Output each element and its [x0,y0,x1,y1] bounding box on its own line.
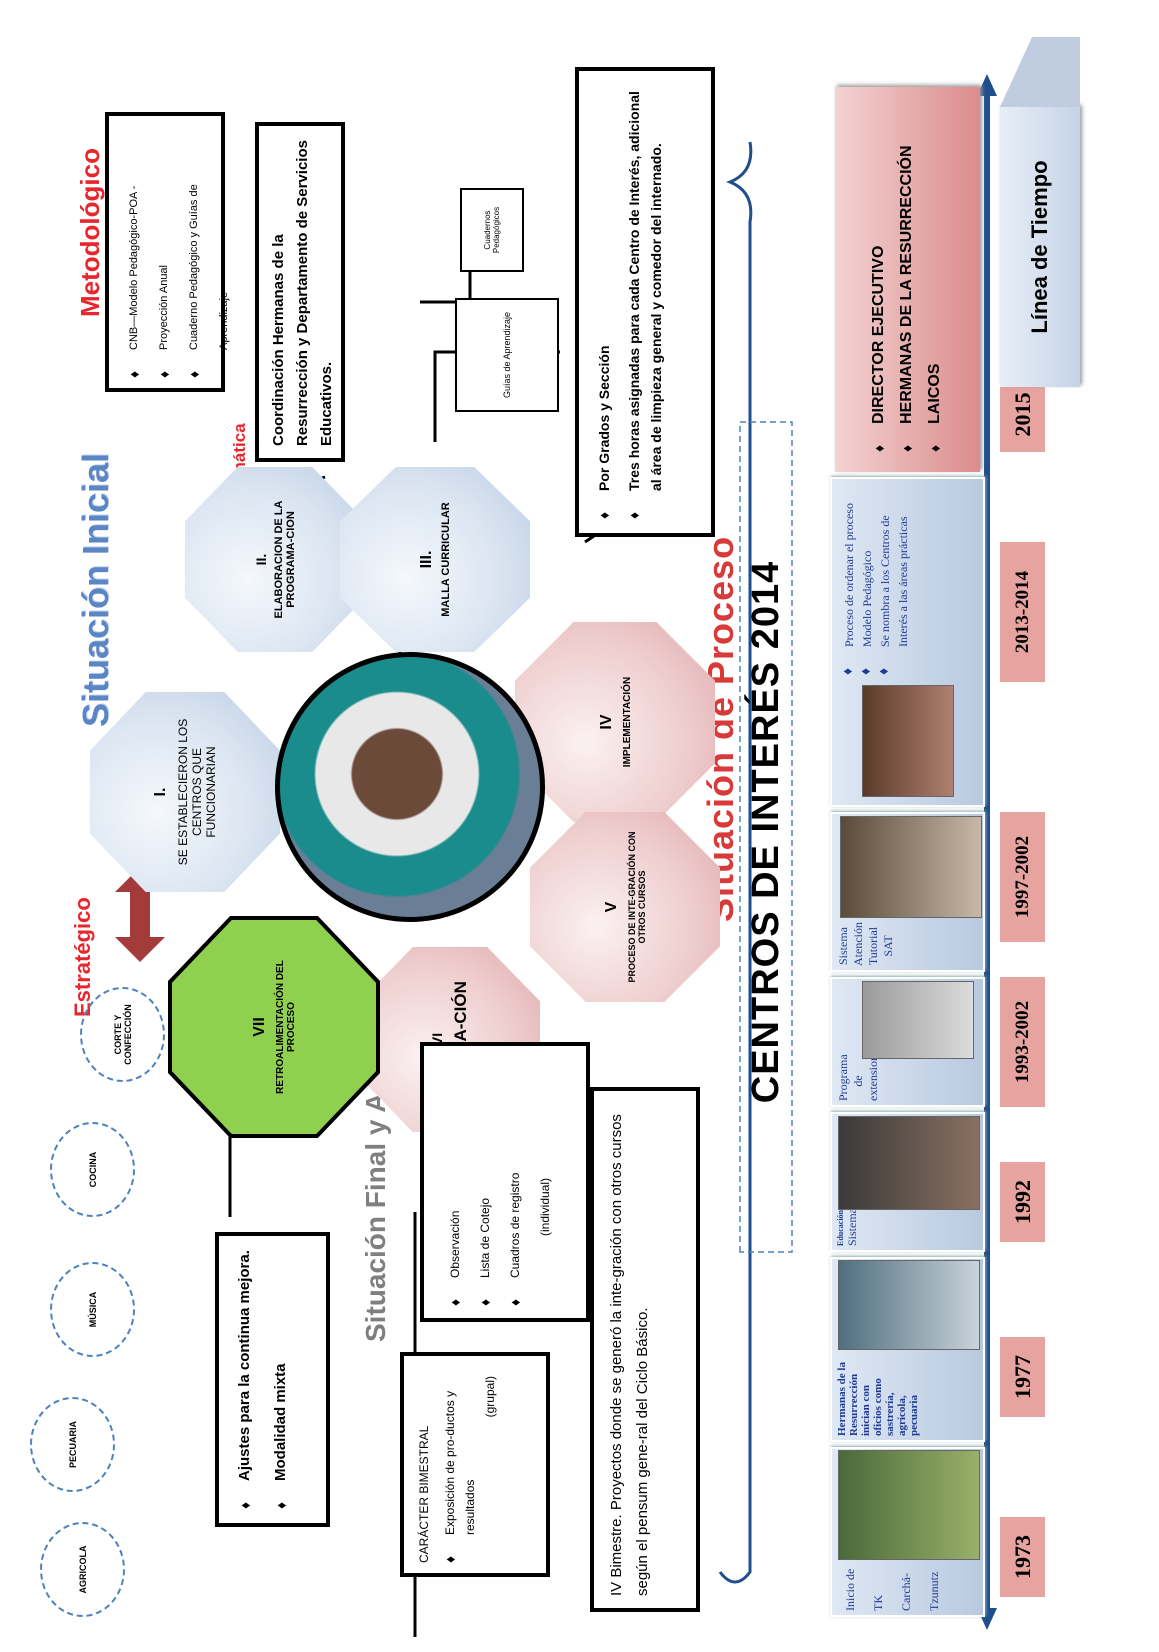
malla-item: Por Grados y Sección [593,85,615,519]
bimestre-text: IV Bimestre. Proyectos donde se generó l… [608,1114,651,1596]
octagon-ii-text: ELABORACION DE LA PROGRAMA-CION [273,500,297,619]
octagon-v-text: PROCESO DE INTE-GRACIÓN CON OTROS CURSOS [627,831,647,983]
ajustes-item: Modalidad mixta [269,1250,293,1509]
observacion-list: Observación Lista de Cotejo Cuadros de r… [440,1058,530,1306]
panel-1997-photo [840,816,982,918]
programatica-box: Coordinación Hermanas de la Resurrección… [255,122,345,462]
caracter-list: Exposición de pro-ductos y resultados [440,1366,480,1563]
panel-1993-text: Programa de extensionismo [836,1031,880,1101]
ajustes-list: Ajustes para la continua mejora. Modalid… [233,1250,293,1509]
panel-1992-photo [838,1116,980,1210]
panel-1977-photo [838,1260,980,1350]
timeline-panel-2013: Proceso de ordenar el proceso Modelo Ped… [830,477,985,807]
octagon-vii: VII RETROALIMENTACIÓN DEL PROCESO [172,920,376,1134]
octagon-iv-text: IMPLEMENTACIÓN [621,676,633,768]
director-item: HERMANAS DE LA RESURRECCIÓN [893,107,921,452]
octagon-iii-text: MALLA CURRICULAR [440,502,452,617]
caracter-box: CARÁCTER BIMESTRAL Exposición de pro-duc… [400,1352,550,1577]
timeline-panel-1993: Programa de extensionismo [830,977,985,1107]
panel-2013-item: Modelo Pedagógico [858,485,876,675]
estrategico-title: Estratégico [70,897,95,1017]
observacion-note: (individual) [538,1177,552,1236]
observacion-item: Cuadros de registro [500,1058,530,1306]
panel-2013-list: Proceso de ordenar el proceso Modelo Ped… [840,485,912,675]
metodologico-list: CNB—Modelo Pedagógico-POA - Proyección A… [119,126,239,378]
situacion-inicial-title: Situación Inicial [75,452,116,727]
octagon-v-number: V [603,901,620,913]
malla-item: Tres horas asignadas para cada Centro de… [623,85,667,519]
bimestre-box: IV Bimestre. Proyectos donde se generó l… [590,1087,700,1612]
octagon-iii-number: III. [418,550,435,569]
metodologico-item: Cuaderno Pedagógico y Guías de Aprendiza… [179,126,239,378]
octagon-vii-text: RETROALIMENTACIÓN DEL PROCESO [275,960,297,1094]
octagon-iii: III. MALLA CURRICULAR [340,467,530,652]
caracter-note: (grupal) [483,1376,497,1418]
director-list: DIRECTOR EJECUTIVO HERMANAS DE LA RESURR… [865,107,949,452]
center-circle: MÚSICA [50,1262,135,1357]
octagon-i: I. SE ESTABLECIERON LOS CENTROS QUE FUNC… [90,692,280,892]
cuadernos-label: Cuadernos Pedagógicos [483,206,501,254]
observacion-item: Observación [440,1058,470,1306]
metodologico-box: CNB—Modelo Pedagógico-POA - Proyección A… [105,112,230,392]
metodologico-item: Proyección Anual [149,126,179,378]
center-circle: COCINA [50,1122,135,1217]
director-box: DIRECTOR EJECUTIVO HERMANAS DE LA RESURR… [835,87,980,472]
metodologico-title: Metodológico [75,148,105,317]
panel-2013-photo [862,685,954,797]
panel-1993-photo [862,981,974,1059]
panel-1973-photo [838,1450,980,1560]
malla-box: Por Grados y Sección Tres horas asignada… [575,67,715,537]
guias-box: Guías de Aprendizaje [455,298,559,412]
year-badge: 1997-2002 [1000,812,1045,942]
year-badge: 1993-2002 [1000,977,1045,1107]
timeline-panel-1992: Educación Sistematizada [830,1112,985,1252]
octagon-ii-number: II. [253,553,269,566]
year-badge: 2013-2014 [1000,542,1045,682]
metodologico-item: CNB—Modelo Pedagógico-POA - [119,126,149,378]
timeline-panel-1977: Hermanas de la Resurrección inician con … [830,1257,985,1442]
observacion-item: Lista de Cotejo [470,1058,500,1306]
cuadernos-box: Cuadernos Pedagógicos [460,188,524,272]
center-circle: AGRICOLA [40,1522,125,1617]
year-badge: 1973 [1000,1517,1045,1597]
caracter-title: CARÁCTER BIMESTRAL [417,1425,431,1563]
year-badge: 1992 [1000,1162,1045,1242]
timeline-panel-1997: Sistema Atención Tutorial SAT [830,812,985,972]
observacion-box: Observación Lista de Cotejo Cuadros de r… [420,1042,590,1322]
ajustes-item: Ajustes para la continua mejora. [233,1250,257,1509]
panel-1997-text: Sistema Atención Tutorial SAT [836,922,895,966]
octagon-iv: IV IMPLEMENTACIÓN [515,622,715,822]
director-item: DIRECTOR EJECUTIVO [865,107,893,452]
center-circle: CORTE Y CONFECCIÓN [80,987,165,1082]
student-photo [275,652,545,922]
ajustes-box: Ajustes para la continua mejora. Modalid… [215,1232,330,1527]
director-item: LAICOS [921,107,949,452]
year-badge: 1977 [1000,1337,1045,1417]
caracter-item: Exposición de pro-ductos y resultados [440,1366,480,1563]
octagon-vii-number: VII [251,1017,268,1037]
octagon-v: V PROCESO DE INTE-GRACIÓN CON OTROS CURS… [530,812,720,1002]
timeline-panel-1973: Inicio de TK Carchá-Tzunutz [830,1447,985,1617]
panel-2013-item: Se nombra a los Centros de Interés a las… [876,485,912,675]
octagon-i-text: SE ESTABLECIERON LOS CENTROS QUE FUNCION… [176,718,218,866]
panel-1977-text: Hermanas de la Resurrección inician con … [836,1362,920,1436]
centros-title: CENTROS DE INTERÉS 2014 [745,560,787,1104]
center-circle: PECUARIA [30,1397,115,1492]
guias-label: Guías de Aprendizaje [502,311,512,399]
panel-2013-item: Proceso de ordenar el proceso [840,485,858,675]
octagon-ii: II. ELABORACION DE LA PROGRAMA-CION [185,467,365,652]
programatica-text: Coordinación Hermanas de la Resurrección… [270,140,335,446]
year-badge: 2015 [1000,377,1045,452]
panel-1973-text: Inicio de TK Carchá-Tzunutz [843,1568,941,1611]
octagon-iv-number: IV [597,714,615,730]
octagon-i-number: I. [152,787,169,797]
malla-list: Por Grados y Sección Tres horas asignada… [593,85,667,519]
linea-tiempo-label: Línea de Tiempo [1000,107,1080,387]
